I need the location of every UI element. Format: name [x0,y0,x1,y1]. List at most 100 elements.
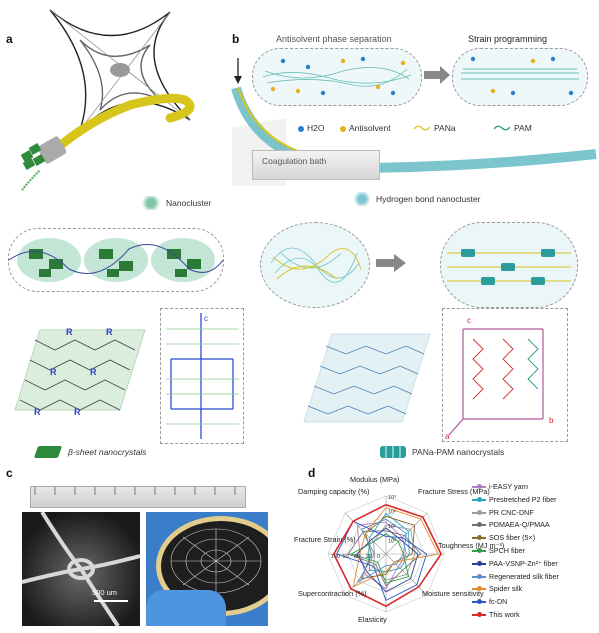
legend-marker [472,599,486,605]
coagulation-bath-label: Coagulation bath [262,156,327,166]
legend-item: Prestretched P2 fiber [472,495,557,504]
r-label: R [66,327,73,337]
radar-axis-label-5: Supercontraction (%) [298,589,367,598]
svg-text:R: R [74,407,81,417]
svg-text:R: R [34,407,41,417]
radar-axis-label-6: Fracture Strain (%) [294,535,356,544]
radar-series-10 [332,503,443,608]
radar-series-3 [347,530,422,587]
svg-text:R: R [50,367,57,377]
legend-marker [472,484,486,490]
hbond-label: Hydrogen bond nanocluster [376,194,481,204]
radar-tick-label-7: 20 [366,554,372,560]
legend-marker [472,560,486,566]
beta-sheet-icon [33,446,63,458]
beta-sheet-structure: R R R R R R [14,327,146,417]
legend-item: PDMAEA-Q/PMAA [472,520,550,529]
radar-tick-label-1: 10¹ [388,524,396,530]
radar-tick-label-4: 100 [331,554,340,560]
svg-text:R: R [106,327,113,337]
nanocluster-chain-box [8,228,224,292]
radar-axis-label-3: Moisture sensitivity [422,589,484,598]
process-arrow-icon-2 [376,254,406,272]
legend-label: fc-DN [489,597,508,607]
radar-tick-label-0: 10⁰ [388,538,397,545]
legend-label: Prestretched P2 fiber [489,494,557,504]
radar-series-6 [356,527,419,593]
h2o-label: H2O [307,123,325,133]
radar-axis-label-0: Modulus (MPa) [350,475,400,484]
legend-label: SPCH fiber [489,546,525,555]
legend-item: Spider silk [472,584,522,593]
radar-tick-label-8: 0 [377,554,380,560]
panel-label-d: d [308,466,316,480]
radar-axis-label-7: Damping capacity (%) [298,487,370,496]
legend-item: PAA-VSNP-Zn²⁺ fiber [472,559,558,568]
pana-pam-icon [380,446,406,458]
hbond-icon [352,192,372,206]
axis-b-label: b [549,416,554,425]
legend-item: PR CNC-DNF [472,508,534,517]
legend-marker [472,573,486,579]
legend-marker [472,586,486,592]
legend-marker [472,535,486,541]
antisolvent-dot-icon [340,126,346,132]
sem-knot-image: 500 um [21,510,141,628]
legend-item: fc-DN [472,597,507,606]
radar-tick-label-5: 50 [343,554,349,560]
radar-series-8 [352,507,439,588]
pana-pam-label: PANa-PAM nanocrystals [412,447,505,457]
legend-item: SPCH fiber [472,546,525,555]
pam-label: PAM [514,123,532,133]
coagulation-bath [252,150,380,180]
legend-label: PR CNC-DNF [489,507,534,517]
h2o-dot-icon [298,126,304,132]
beta-sheet-crystal-box: c [160,308,244,444]
legend-label: PAA-VSNP-Zn²⁺ fiber [489,558,558,568]
axis-c-label: c [204,314,208,323]
pana-pam-layer-structure [303,333,431,423]
legend-label: This work [489,610,520,619]
strain-title: Strain programming [468,34,548,44]
ruler [30,486,246,508]
radar-tick-label-6: 80 [354,554,360,560]
antisolvent-box [252,48,422,106]
axis-c-label-b: c [467,316,471,325]
radar-tick-label-2: 10² [388,510,396,516]
scale-bar-label: 500 um [92,588,118,597]
radar-axis-label-2: Toughness (MJ m⁻³) [438,541,505,550]
panel-label-c: c [6,466,13,480]
pana-pam-crystal-box: c b a [442,308,568,442]
axis-a-label: a [445,432,450,441]
radar-series-7 [356,518,407,584]
radar-series-9 [336,520,428,602]
legend-marker [472,509,486,515]
radar-series-2 [373,524,416,581]
nanocluster-label: Nanocluster [166,198,212,208]
legend-label: Spider silk [489,584,523,594]
pana-line-icon [414,125,430,131]
spider-web-fiber-illustration [20,9,195,191]
antisolvent-label: Antisolvent [349,123,391,133]
hbond-cluster-circle [260,222,370,308]
panel-label-a: a [6,32,13,46]
pana-label: PANa [434,123,456,133]
pana-pam-cluster-box [440,222,578,308]
svg-text:R: R [90,367,97,377]
legend-item: SOS fiber (5×) [472,533,535,542]
nanocluster-icon [140,196,162,210]
panel-label-b: b [232,32,240,46]
radar-series-5 [350,533,410,584]
strain-box [452,48,588,106]
radar-tick-label-3: 10³ [388,495,396,501]
radar-axis-label-1: Fracture Stress (MPa) [418,487,490,496]
legend-label: PDMAEA-Q/PMAA [489,520,550,530]
antisolvent-title: Antisolvent phase separation [276,34,392,44]
beta-sheet-label: β-sheet nanocrystals [68,447,147,457]
legend-marker [472,522,486,528]
radar-series-0 [356,521,407,590]
legend-marker [472,496,486,502]
legend-item: Regenerated silk fiber [472,572,559,581]
